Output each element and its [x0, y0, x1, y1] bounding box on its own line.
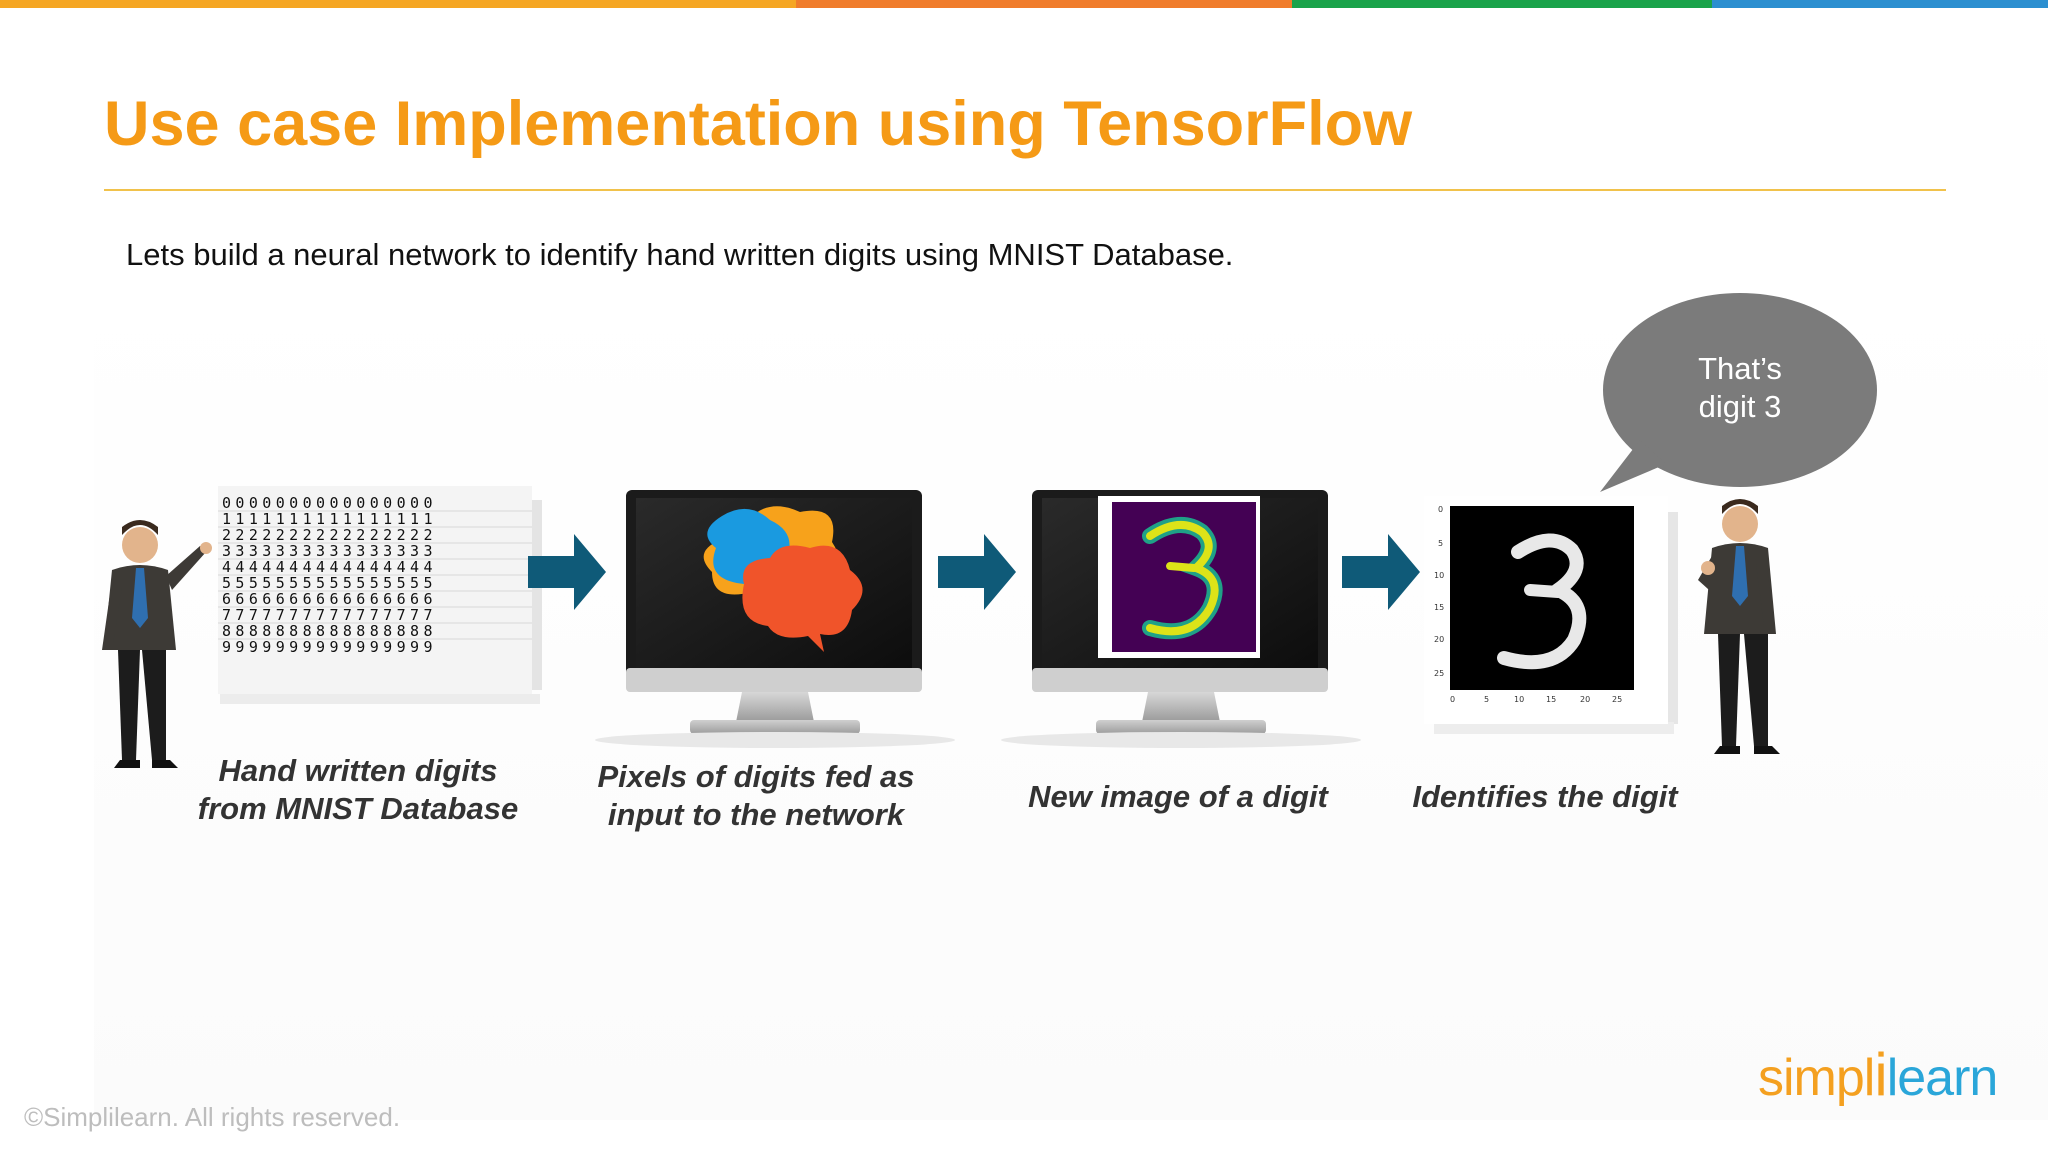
svg-text:0: 0 [1438, 505, 1443, 514]
top-bar-green [1292, 0, 1712, 8]
top-bar-blue [1712, 0, 2048, 8]
svg-text:9999999999999999: 9999999999999999 [222, 638, 437, 656]
step-1-caption-line2: from MNIST Database [197, 791, 519, 826]
svg-text:25: 25 [1434, 669, 1444, 678]
title-divider [104, 189, 1946, 191]
step-1-caption: Hand written digits from MNIST Database [170, 752, 546, 828]
flow-arrow-3-icon [1342, 534, 1420, 610]
speech-bubble-text: That’s digit 3 [1640, 350, 1840, 426]
svg-text:6666666666666666: 6666666666666666 [222, 590, 437, 608]
simplilearn-logo: simplilearn [1758, 1040, 1999, 1109]
step-4-caption-line1: Identifies the digit [1412, 779, 1678, 814]
step-1-caption-line1: Hand written digits [218, 753, 498, 788]
svg-text:0000000000000000: 0000000000000000 [222, 494, 437, 512]
slide-title: Use case Implementation using TensorFlow [104, 89, 1413, 159]
svg-text:15: 15 [1434, 603, 1444, 612]
top-bar-orange [0, 0, 796, 8]
step-2-caption-line2: input to the network [607, 797, 905, 832]
svg-text:3333333333333333: 3333333333333333 [222, 542, 437, 560]
flow-arrow-2-icon [938, 534, 1016, 610]
svg-text:25: 25 [1612, 695, 1622, 704]
speech-bubble-line2: digit 3 [1698, 389, 1782, 424]
svg-text:5: 5 [1484, 695, 1489, 704]
step-2-caption: Pixels of digits fed as input to the net… [566, 758, 946, 834]
grayscale-digit-plot-icon: 0 5 10 15 20 25 0 5 10 15 20 25 [1424, 496, 1678, 734]
svg-text:5: 5 [1438, 539, 1443, 548]
svg-text:1111111111111111: 1111111111111111 [222, 510, 437, 528]
presenter-man-left-icon [102, 520, 212, 768]
flow-arrow-1-icon [528, 534, 606, 610]
step-4-caption: Identifies the digit [1370, 778, 1720, 816]
svg-text:10: 10 [1514, 695, 1524, 704]
logo-part-simpl: simpl [1758, 1049, 1875, 1107]
step-2-caption-line1: Pixels of digits fed as [597, 759, 915, 794]
svg-text:2222222222222222: 2222222222222222 [222, 526, 437, 544]
svg-text:0: 0 [1450, 695, 1455, 704]
svg-text:8888888888888888: 8888888888888888 [222, 622, 437, 640]
svg-text:20: 20 [1434, 635, 1444, 644]
digit-heatmap-monitor-icon [1001, 490, 1361, 748]
svg-text:4444444444444444: 4444444444444444 [222, 558, 437, 576]
top-color-bar [0, 0, 2048, 8]
svg-text:20: 20 [1580, 695, 1590, 704]
svg-text:7777777777777777: 7777777777777777 [222, 606, 437, 624]
step-3-caption: New image of a digit [1000, 778, 1356, 816]
slide-subtitle: Lets build a neural network to identify … [126, 237, 1234, 272]
brain-monitor-icon [595, 490, 955, 748]
logo-part-i: i [1874, 1041, 1887, 1108]
svg-text:5555555555555555: 5555555555555555 [222, 574, 437, 592]
top-bar-darkorange [796, 0, 1292, 8]
svg-text:15: 15 [1546, 695, 1556, 704]
svg-text:10: 10 [1434, 571, 1444, 580]
speech-bubble-icon [1600, 293, 1877, 492]
mnist-digit-grid-icon: 0000000000000000 1111111111111111 222222… [218, 486, 542, 704]
step-3-caption-line1: New image of a digit [1028, 779, 1328, 814]
copyright-footer: ©Simplilearn. All rights reserved. [24, 1102, 401, 1132]
speech-bubble-line1: That’s [1698, 351, 1782, 386]
logo-part-learn: learn [1886, 1049, 1999, 1107]
presenter-man-right-icon [1698, 499, 1780, 754]
